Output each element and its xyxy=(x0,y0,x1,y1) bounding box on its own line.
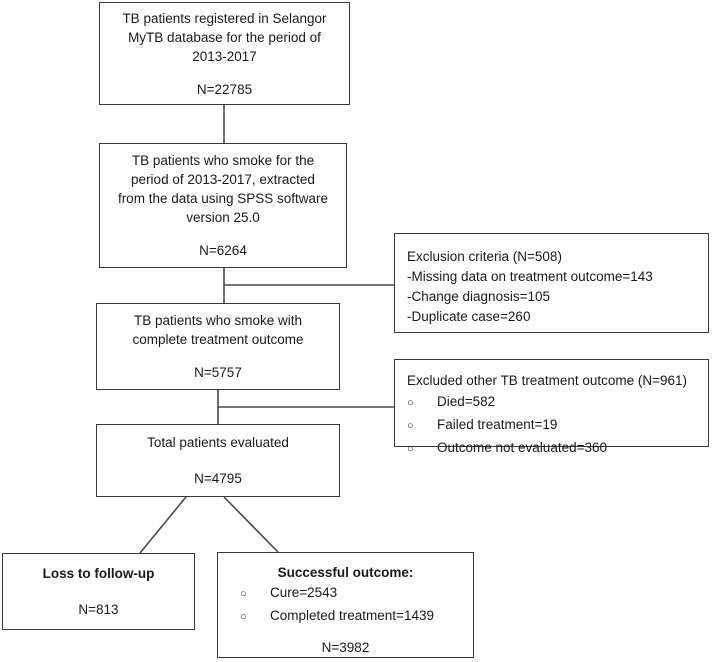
successful-list: ○ Cure=2543 ○ Completed treatment=1439 xyxy=(218,582,434,628)
list-item: ○ Cure=2543 xyxy=(240,582,434,605)
exclusion-header: Exclusion criteria (N=508) xyxy=(407,249,562,264)
box-complete-treatment-outcome: TB patients who smoke with complete trea… xyxy=(96,303,340,390)
smokers-line-2: period of 2013-2017, extracted xyxy=(131,172,315,187)
registered-line-1: TB patients registered in Selangor xyxy=(122,10,327,26)
total-evaluated-line-1: Total patients evaluated xyxy=(147,435,289,450)
complete-line-1: TB patients who smoke with xyxy=(133,313,303,328)
list-item: ○ Completed treatment=1439 xyxy=(240,605,434,628)
smokers-line-3: from the data using SPSS software xyxy=(117,191,329,206)
loss-followup-count: N=813 xyxy=(78,602,119,617)
smokers-line-1: TB patients who smoke for the xyxy=(131,153,315,168)
successful-header: Successful outcome: xyxy=(277,565,414,580)
smokers-count: N=6264 xyxy=(199,243,247,258)
successful-item-2: Completed treatment=1439 xyxy=(270,608,434,623)
complete-line-2: complete treatment outcome xyxy=(132,332,304,347)
excluded-other-item-3: Outcome not evaluated=360 xyxy=(437,440,607,455)
box-total-patients-evaluated: Total patients evaluated N=4795 xyxy=(96,424,340,497)
box-smoking-patients: TB patients who smoke for the period of … xyxy=(99,143,347,268)
circle-bullet-icon: ○ xyxy=(407,443,414,455)
excluded-other-item-1: Died=582 xyxy=(437,394,496,409)
box-loss-to-follow-up: Loss to follow-up N=813 xyxy=(2,553,195,630)
registered-line-3: 2013-2017 xyxy=(192,48,257,64)
excluded-other-header: Excluded other TB treatment outcome (N=9… xyxy=(407,373,688,388)
box-excluded-other-outcomes: Excluded other TB treatment outcome (N=9… xyxy=(394,359,709,455)
complete-count: N=5757 xyxy=(194,365,242,380)
excluded-other-list: ○ Died=582 ○ Failed treatment=19 ○ Outco… xyxy=(407,391,708,460)
box-successful-outcome: Successful outcome: ○ Cure=2543 ○ Comple… xyxy=(217,552,474,658)
box-exclusion-criteria: Exclusion criteria (N=508) -Missing data… xyxy=(394,233,709,333)
exclusion-item-3: -Duplicate case=260 xyxy=(407,309,531,324)
list-item: ○ Failed treatment=19 xyxy=(407,414,708,437)
box-registered-patients: TB patients registered in Selangor MyTB … xyxy=(99,2,350,105)
registered-line-2: MyTB database for the period of xyxy=(128,29,321,45)
successful-item-1: Cure=2543 xyxy=(270,585,338,600)
circle-bullet-icon: ○ xyxy=(240,588,247,600)
exclusion-item-2: -Change diagnosis=105 xyxy=(407,289,550,304)
excluded-other-item-2: Failed treatment=19 xyxy=(437,417,558,432)
connector-total-to-successful xyxy=(223,496,279,553)
registered-count: N=22785 xyxy=(196,81,253,97)
circle-bullet-icon: ○ xyxy=(407,397,414,409)
loss-followup-header: Loss to follow-up xyxy=(42,566,155,581)
circle-bullet-icon: ○ xyxy=(407,420,414,432)
list-item: ○ Died=582 xyxy=(407,391,708,414)
total-evaluated-count: N=4795 xyxy=(194,471,242,486)
exclusion-item-1: -Missing data on treatment outcome=143 xyxy=(407,269,653,284)
smokers-line-4: version 25.0 xyxy=(186,210,260,225)
list-item: ○ Outcome not evaluated=360 xyxy=(407,437,708,460)
successful-count: N=3982 xyxy=(321,640,370,655)
connector-total-to-loss xyxy=(139,496,187,554)
circle-bullet-icon: ○ xyxy=(240,611,247,623)
